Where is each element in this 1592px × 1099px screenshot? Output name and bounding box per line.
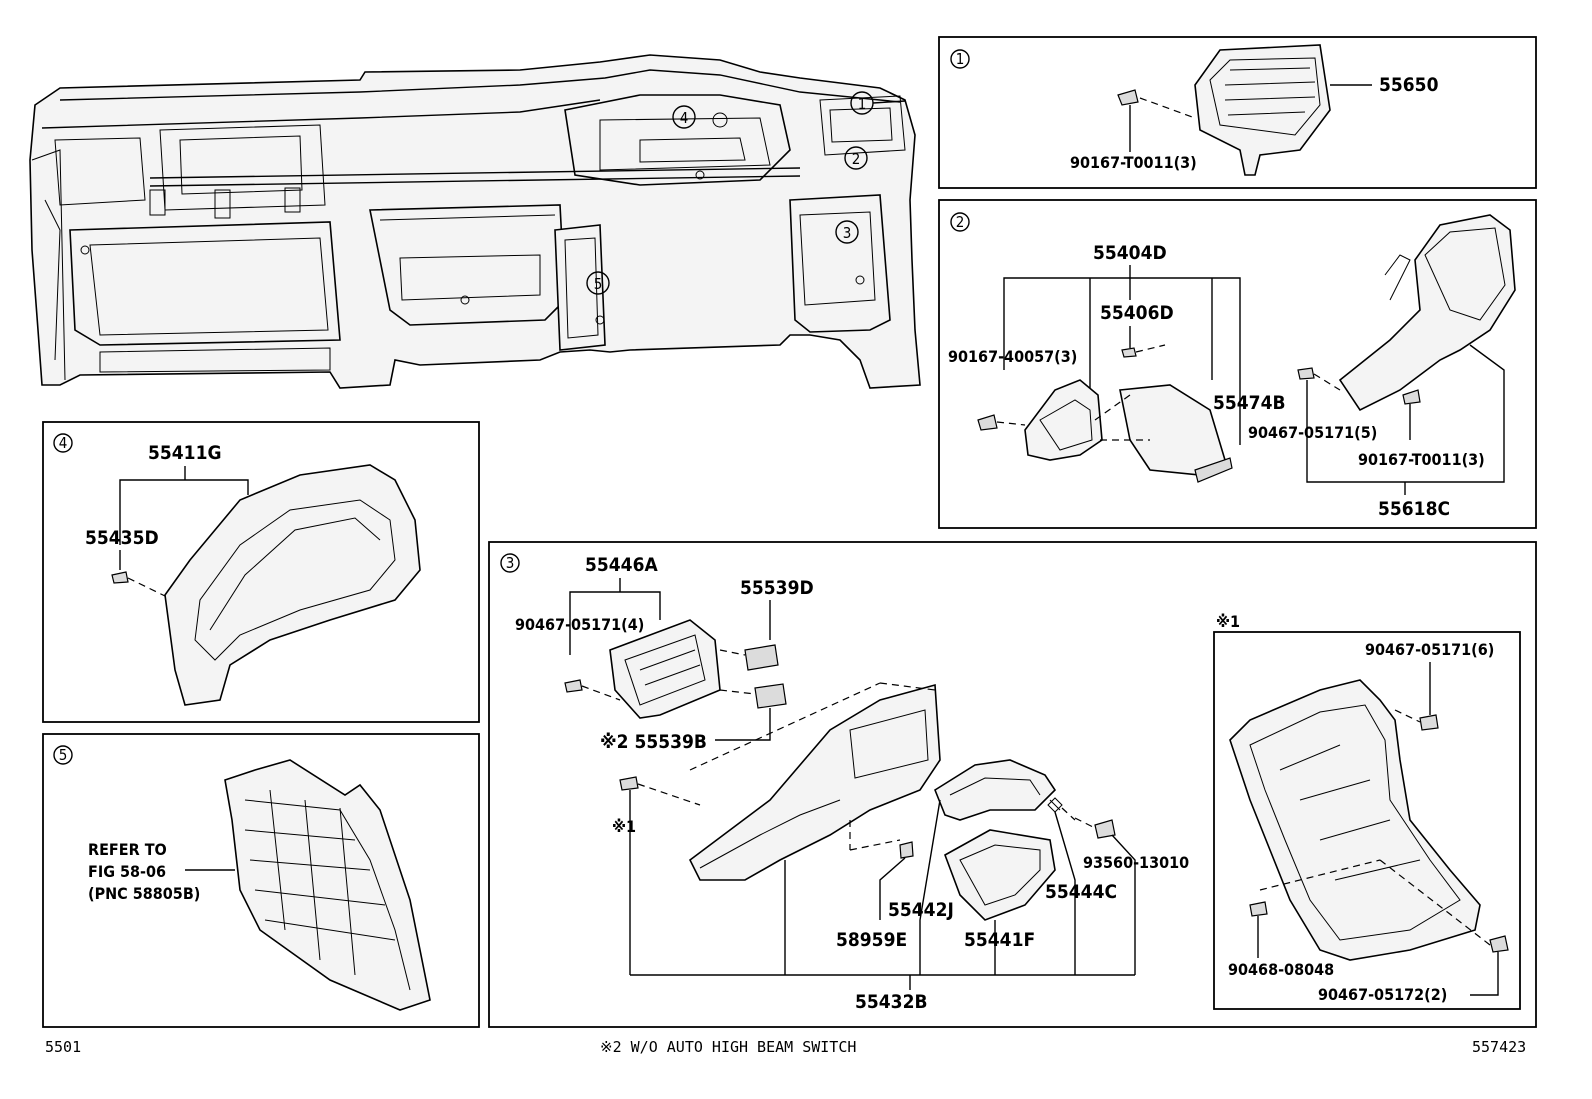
svg-text:4: 4 [680, 109, 689, 127]
label-90167-t0011-p1: 90167-T0011(3) [1070, 153, 1197, 172]
label-55446A: 55446A [585, 554, 658, 576]
vent-55650-shape [1194, 44, 1331, 176]
label-55474B: 55474B [1213, 392, 1286, 414]
label-pnc-58805b: (PNC 58805B) [88, 884, 200, 903]
label-90467-05171-p2: 90467-05171(5) [1248, 423, 1377, 442]
door-55432B-shape [688, 683, 941, 881]
label-55435D: 55435D [85, 527, 159, 549]
main-callout-4: 4 [672, 105, 696, 129]
panel-5: 5 REFER TO FIG 58-06 (PNC 58805B) [42, 733, 480, 1028]
label-55442J: 55442J [888, 899, 954, 921]
panel-3: 3 55446A 90467-05171(4) 55539D ※2 55539B… [488, 541, 1537, 1028]
main-callout-2: 2 [844, 146, 868, 170]
svg-text:1: 1 [956, 50, 965, 68]
panel-2: 2 55404D 55406D 90167-40057(3) 55474B 90… [938, 199, 1537, 529]
label-55432B: 55432B [855, 991, 928, 1013]
side-panel-shape [224, 759, 431, 1011]
label-90467-05172-2: 90467-05172(2) [1318, 985, 1447, 1004]
label-90167-t0011-p2: 90167-T0011(3) [1358, 450, 1485, 469]
label-90167-40057: 90167-40057(3) [948, 347, 1077, 366]
main-callout-3: 3 [835, 220, 859, 244]
label-55539B: ※2 55539B [600, 731, 707, 753]
svg-text:2: 2 [852, 150, 861, 168]
main-callout-1: 1 [850, 91, 906, 115]
footer-left-code: 5501 [45, 1038, 81, 1056]
duct-55618C-shape [1338, 214, 1516, 412]
label-note1-sub: ※1 [1216, 612, 1240, 631]
label-refer-to: REFER TO [88, 840, 167, 859]
label-55650: 55650 [1379, 74, 1439, 96]
svg-text:5: 5 [59, 746, 68, 764]
label-note1-left: ※1 [612, 817, 636, 836]
label-90467-05171-4: 90467-05171(4) [515, 615, 644, 634]
footer-note: ※2 W/O AUTO HIGH BEAM SWITCH [600, 1038, 856, 1056]
label-90468-08048: 90468-08048 [1228, 960, 1334, 979]
label-93560-13010: 93560-13010 [1083, 853, 1189, 872]
label-fig-58-06: FIG 58-06 [88, 862, 166, 881]
label-55411G: 55411G [148, 442, 222, 464]
panel-4: 4 55411G 55435D [42, 421, 480, 723]
label-55444C: 55444C [1045, 881, 1117, 903]
lower-panel-shape [1229, 679, 1481, 961]
svg-text:4: 4 [59, 434, 68, 452]
svg-text:1: 1 [858, 95, 867, 113]
panel-3-sub: ※1 90467-05171(6) 90468-08048 90467-0517… [1213, 612, 1521, 1010]
label-55618C: 55618C [1378, 498, 1450, 520]
label-55406D: 55406D [1100, 302, 1174, 324]
main-callout-5: 5 [586, 271, 610, 295]
instrument-panel-reinforcement [29, 54, 921, 389]
svg-text:3: 3 [506, 554, 515, 572]
footer-right-code: 557423 [1472, 1038, 1526, 1056]
svg-text:3: 3 [843, 224, 852, 242]
svg-text:2: 2 [956, 213, 965, 231]
panel-1: 1 55650 90167-T0011(3) [938, 36, 1537, 189]
label-55441F: 55441F [964, 929, 1035, 951]
label-55539D: 55539D [740, 577, 814, 599]
cover-55474B-shape [1119, 384, 1226, 476]
hood-55411G-shape [164, 464, 421, 706]
label-90467-05171-6: 90467-05171(6) [1365, 640, 1494, 659]
label-55404D: 55404D [1093, 242, 1167, 264]
label-58959E: 58959E [836, 929, 907, 951]
svg-text:5: 5 [594, 275, 603, 293]
